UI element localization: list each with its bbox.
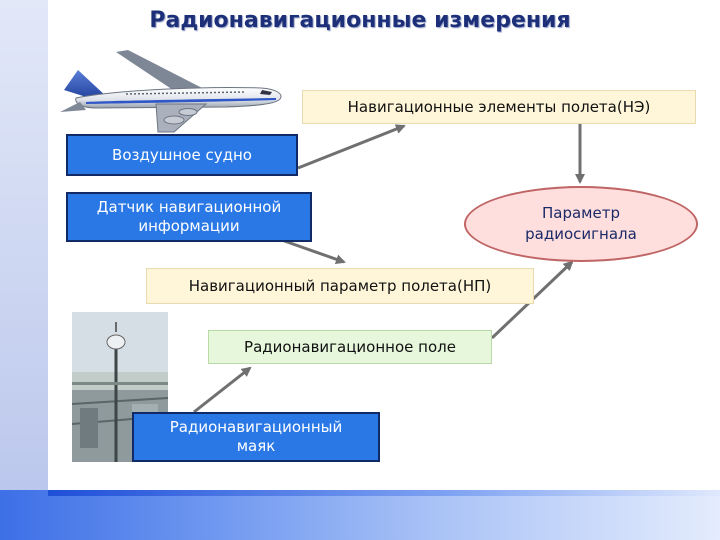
arrow-beacon-to-radio-field <box>193 366 252 414</box>
radio-parameter-line2: радиосигнала <box>525 225 637 243</box>
beacon-box: Радионавигационный маяк <box>132 412 380 462</box>
nav-elements-box: Навигационные элементы полета(НЭ) <box>302 90 696 124</box>
radio-field-box: Радионавигационное поле <box>208 330 492 364</box>
sensor-label-line1: Датчик навигационной <box>96 198 282 216</box>
arrow-sensor-to-nav-parameter <box>275 236 346 265</box>
radio-field-label: Радионавигационное поле <box>244 337 456 356</box>
sensor-label-line2: информации <box>138 217 240 235</box>
bottom-decorative-band <box>0 490 720 540</box>
nav-parameter-box: Навигационный параметр полета(НП) <box>146 268 534 304</box>
nav-parameter-label: Навигационный параметр полета(НП) <box>188 276 492 295</box>
slide-title: Радионавигационные измерения <box>149 8 571 33</box>
radio-parameter-line1: Параметр <box>542 204 620 222</box>
sensor-box: Датчик навигационной информации <box>66 192 312 242</box>
airplane-image <box>60 50 282 133</box>
nav-elements-label: Навигационные элементы полета(НЭ) <box>347 97 651 116</box>
aircraft-label: Воздушное судно <box>112 145 252 164</box>
left-decorative-stripe <box>0 0 48 540</box>
aircraft-box: Воздушное судно <box>66 134 298 176</box>
arrow-aircraft-to-nav-elements <box>297 124 406 170</box>
beacon-label-line2: маяк <box>236 437 276 455</box>
beacon-label-line1: Радионавигационный <box>169 418 343 436</box>
radio-parameter-ellipse: Параметр радиосигнала <box>464 186 698 262</box>
